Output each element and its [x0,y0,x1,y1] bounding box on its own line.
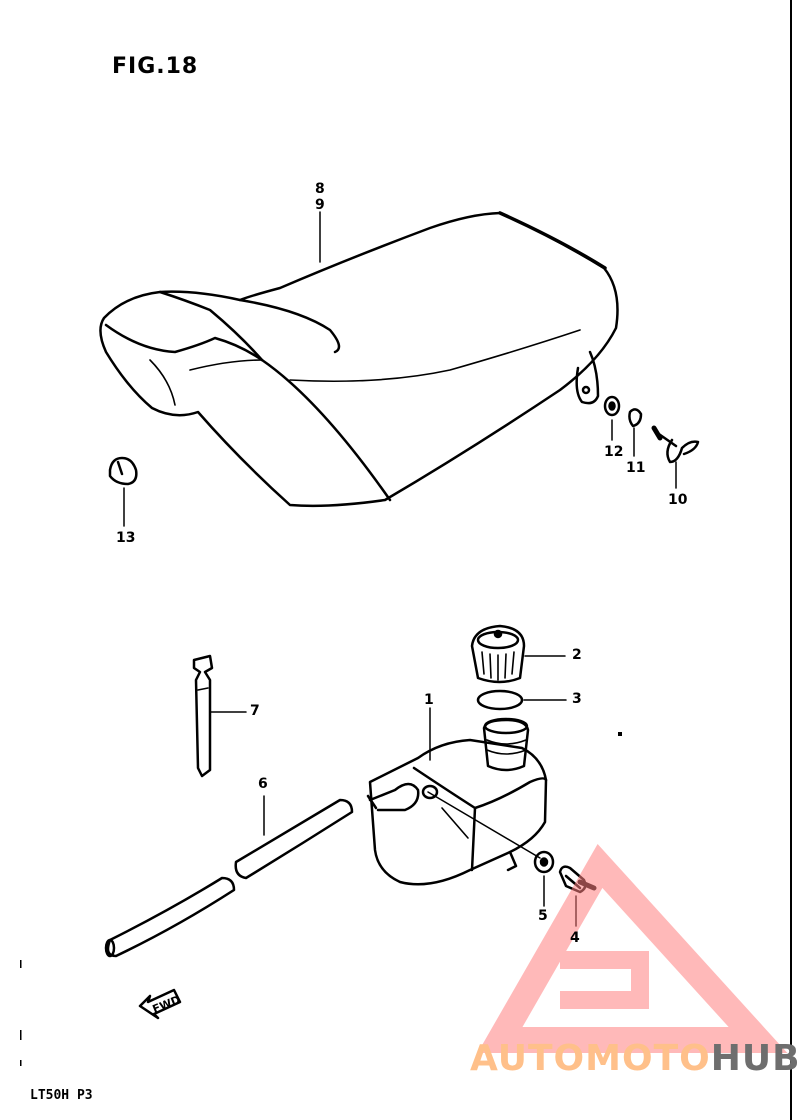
callout-10: 10 [668,492,688,508]
callout-7: 7 [250,703,260,719]
callout-2: 2 [572,647,582,663]
scan-marks [20,732,622,1066]
washer-12 [603,395,621,417]
callout-12: 12 [604,444,624,460]
tank-cap-2 [470,624,526,684]
hose-6 [104,798,354,958]
strap-7 [192,654,214,778]
callout-1: 1 [424,692,434,708]
callout-6: 6 [258,776,268,792]
watermark-logo [477,844,788,1053]
callout-5: 5 [538,908,548,924]
oil-tank-1 [366,717,548,886]
callout-3: 3 [572,691,582,707]
watermark-text-part2: HUB [710,1038,800,1079]
watermark-text-part1: AUTOMOTO [470,1038,711,1079]
callout-9: 9 [315,197,325,213]
model-code: LT50H P3 [30,1088,93,1103]
seat-bracket [575,350,600,405]
seat [99,211,619,508]
nut-11 [628,408,643,428]
watermark-text: AUTOMOTOHUB [470,1038,800,1079]
callout-4: 4 [570,930,580,946]
washer-5 [533,850,555,874]
cushion-13 [108,456,138,486]
page-edge-line [790,0,792,1120]
callout-8: 8 [315,181,325,197]
wing-bolt-10 [651,425,700,464]
figure-title: FIG.18 [112,54,199,79]
gasket-3 [476,689,524,711]
callout-11: 11 [626,460,646,476]
forward-arrow [138,988,182,1020]
callout-13: 13 [116,530,136,546]
